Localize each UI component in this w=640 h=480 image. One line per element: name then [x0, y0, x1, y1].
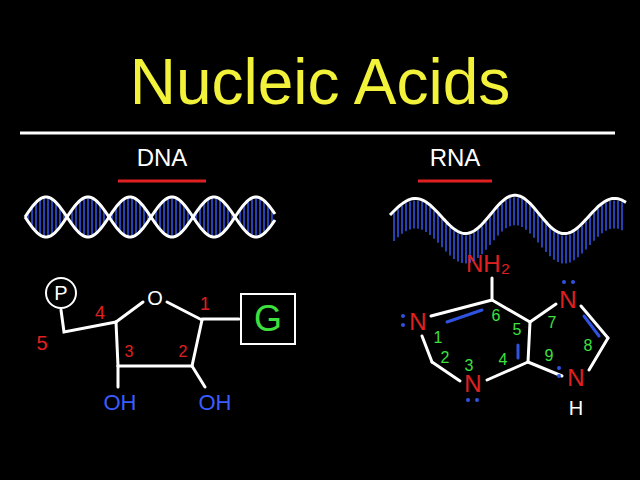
hydroxyl-group: OH	[104, 392, 137, 414]
lone-pair	[401, 280, 575, 402]
ring-oxygen: O	[147, 288, 163, 308]
carbon-number: 1	[200, 295, 210, 313]
nitrogen-atom: N	[559, 288, 576, 312]
carbon-number: 4	[95, 304, 105, 322]
ring-number: 2	[441, 350, 450, 366]
underline	[418, 180, 492, 183]
ring-number: 5	[513, 322, 522, 338]
nitrogen-atom: N	[567, 366, 584, 390]
ring-number: 4	[499, 352, 508, 368]
ring-number: 3	[465, 358, 474, 374]
base-box: G	[240, 293, 296, 345]
carbon-number: 2	[179, 344, 188, 360]
sugar-ring	[61, 302, 239, 387]
ring-number: 8	[584, 338, 593, 354]
divider-line	[20, 132, 615, 135]
hydroxyl-group: OH	[199, 392, 232, 414]
amino-group: NH₂	[466, 252, 510, 276]
underline	[118, 180, 206, 183]
ring-number: 6	[492, 308, 501, 324]
nitrogen-atom: N	[464, 372, 481, 396]
section-heading: DNA	[137, 146, 188, 170]
dna-strand	[25, 197, 275, 237]
ring-number: 9	[545, 348, 554, 364]
dna-strand	[25, 197, 275, 237]
rna-strand	[390, 195, 626, 233]
hydrogen-atom: H	[569, 398, 583, 418]
title: Nucleic Acids	[0, 50, 640, 114]
ring-number: 7	[548, 315, 557, 331]
carbon-number: 5	[36, 333, 47, 353]
carbon-number: 3	[125, 344, 134, 360]
ring-number: 1	[434, 330, 443, 346]
phosphate-circle: P	[45, 277, 77, 309]
section-heading: RNA	[430, 146, 481, 170]
nitrogen-atom: N	[409, 310, 426, 334]
double-bond	[447, 310, 599, 358]
node-text: P	[54, 283, 67, 303]
node-text: G	[254, 301, 282, 337]
